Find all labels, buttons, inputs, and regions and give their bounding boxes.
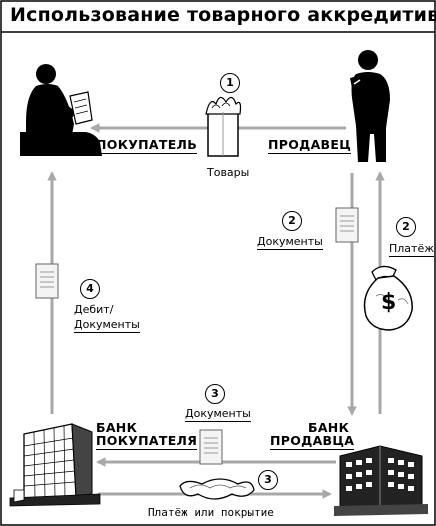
debit-documents-label-line2: Документы: [74, 318, 140, 333]
dollar-sign-icon: $: [381, 290, 397, 315]
buyer-bank-building: [9, 423, 101, 507]
document-icon-seller: [335, 207, 359, 243]
buyer-label: ПОКУПАТЕЛЬ: [96, 137, 198, 154]
documents-to-bank-label: Документы: [257, 235, 323, 250]
document-icon-interbank: [199, 429, 223, 465]
buyer-bank-label-line2: ПОКУПАТЕЛЯ: [96, 433, 198, 450]
step-badge-documents-to-bank: 2: [282, 211, 302, 231]
debit-documents-label-line1: Дебит/: [74, 303, 114, 316]
goods-package: [205, 96, 242, 157]
payment-to-seller-label: Платёж: [389, 242, 435, 257]
buyer-figure: [20, 64, 102, 156]
goods-label: Товары: [207, 166, 250, 179]
seller-bank-label-line1: БАНК: [308, 420, 350, 435]
money-bag-icon: [363, 265, 413, 331]
document-icon-buyer: [35, 263, 59, 299]
step-badge-goods: 1: [220, 73, 240, 93]
payment-interbank-label: Платёж или покрытие: [148, 506, 274, 519]
step-badge-documents-interbank: 3: [205, 384, 225, 404]
page-title: Использование товарного аккредитива: [10, 4, 436, 26]
seller-label: ПРОДАВЕЦ: [268, 137, 352, 154]
banknotes-icon: [179, 478, 255, 500]
seller-bank-label-line2: ПРОДАВЦА: [270, 433, 355, 450]
step-badge-debit-documents: 4: [80, 279, 100, 299]
seller-bank-building: [334, 445, 428, 516]
step-badge-payment-to-seller: 2: [396, 217, 416, 237]
buyer-bank-label-line1: БАНК: [96, 420, 138, 435]
documents-interbank-label: Документы: [185, 407, 251, 422]
step-badge-payment-interbank: 3: [258, 470, 278, 490]
seller-figure: [350, 50, 390, 162]
